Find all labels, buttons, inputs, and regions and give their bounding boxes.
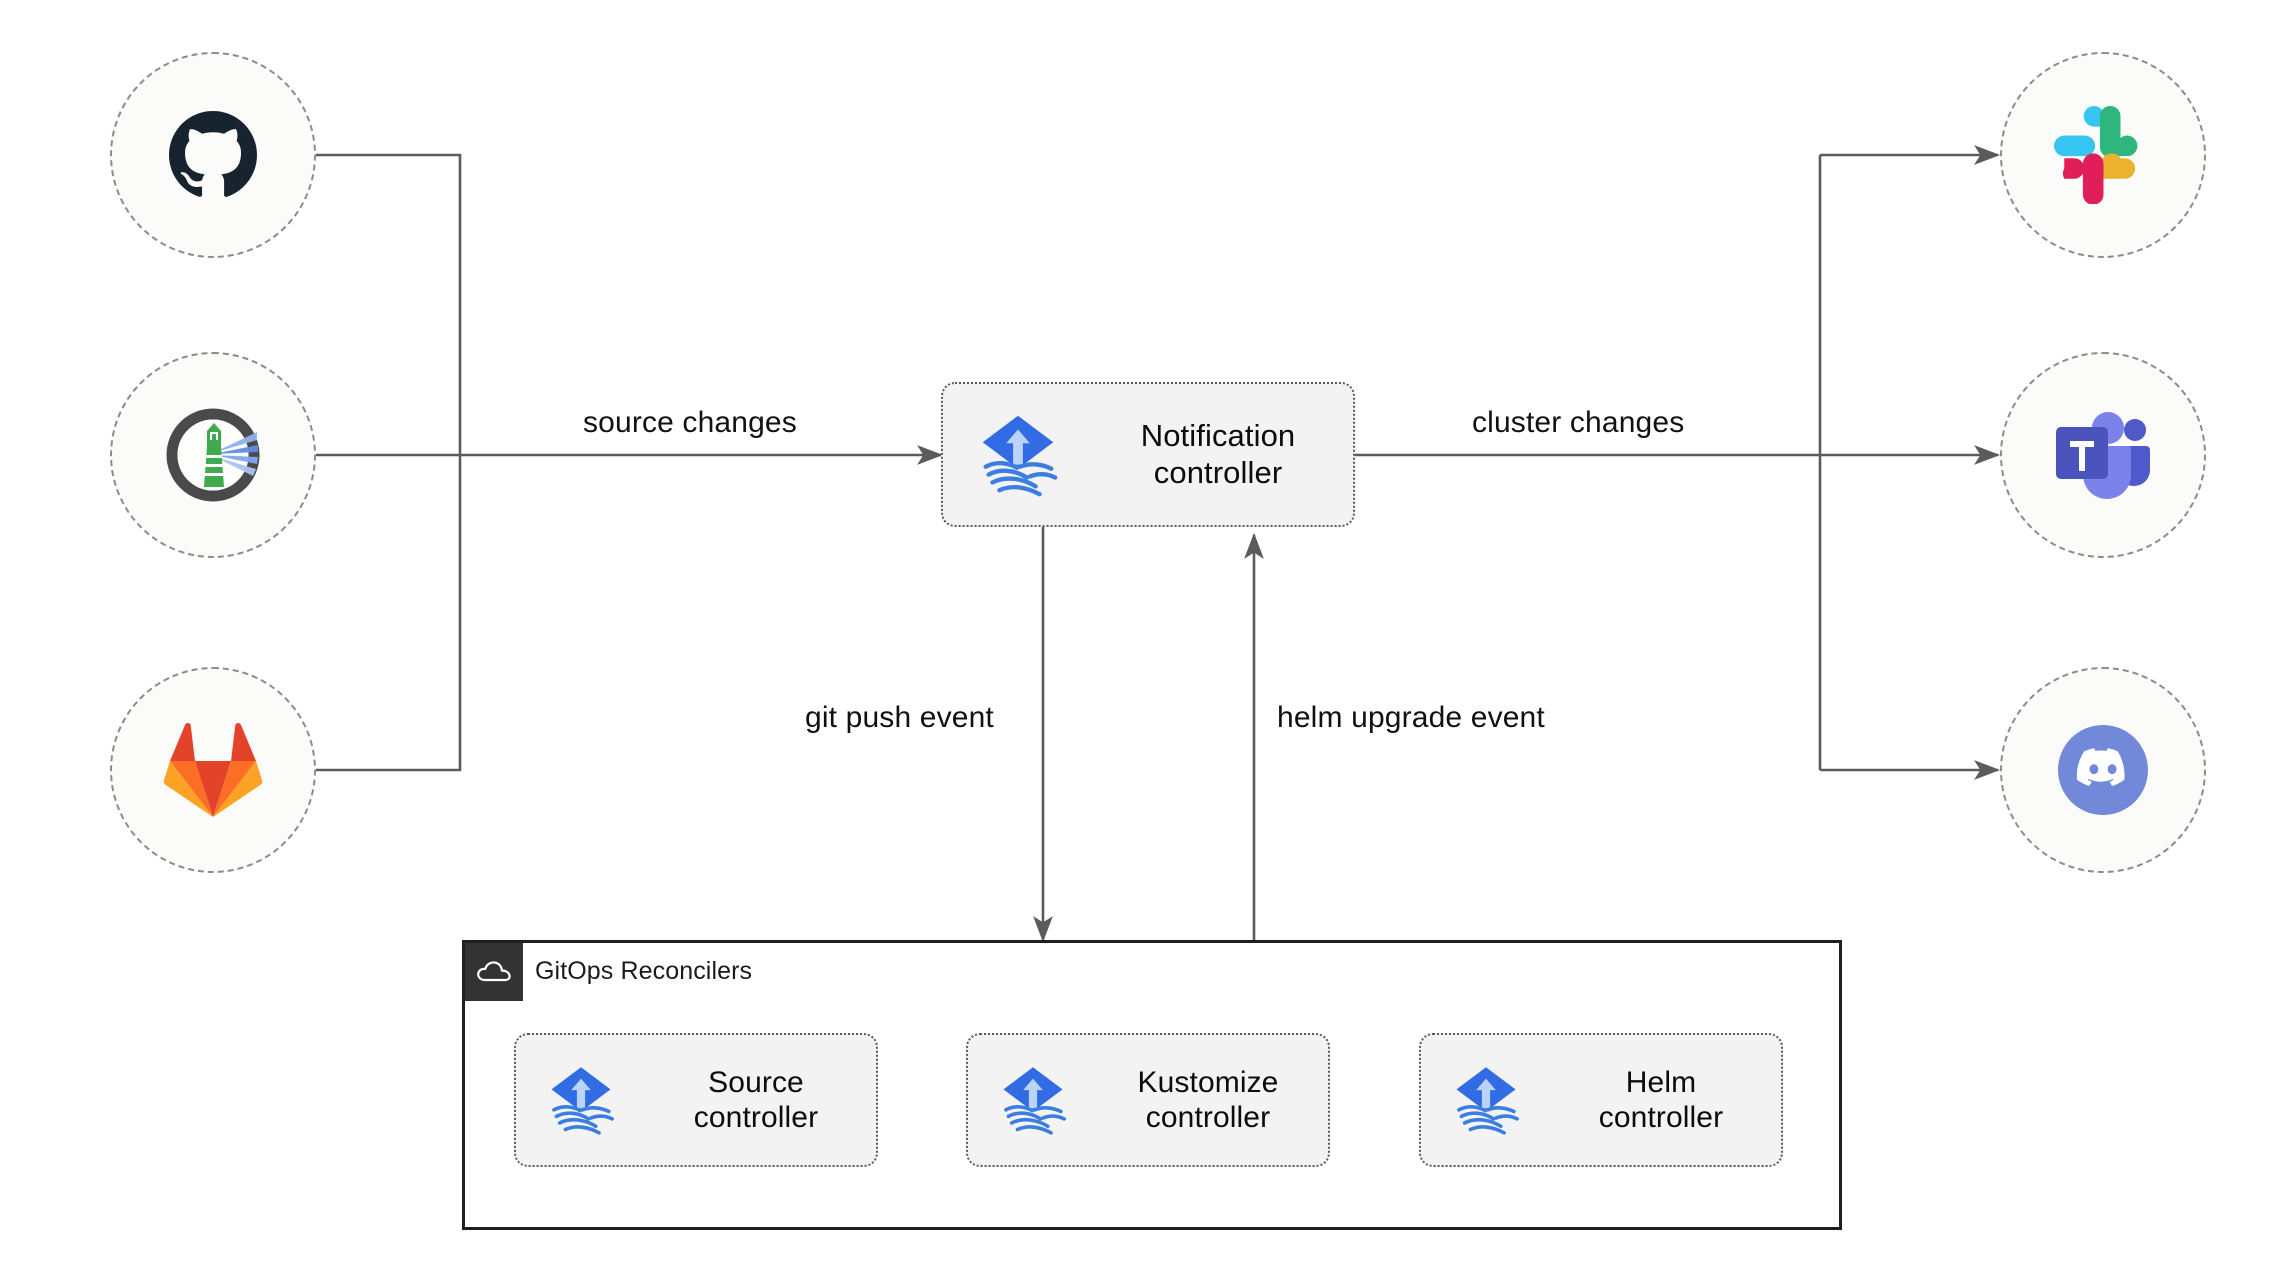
slack-icon (2054, 106, 2138, 204)
source-node-gitlab[interactable] (110, 667, 316, 873)
flux-icon (1421, 1059, 1551, 1141)
flux-icon (943, 406, 1093, 504)
target-node-slack[interactable] (2000, 52, 2206, 258)
edge-label-helm-upgrade-event: helm upgrade event (1277, 701, 1545, 734)
node-label-source-controller: Source controller (693, 1065, 819, 1134)
teams-icon (2056, 412, 2150, 499)
node-label-kustomize-controller: Kustomize controller (1137, 1065, 1279, 1134)
source-node-bitbucket[interactable] (110, 352, 316, 558)
cloud-icon (465, 943, 523, 1001)
lighthouse-icon (166, 408, 260, 502)
flux-icon (968, 1059, 1098, 1141)
target-node-teams[interactable] (2000, 352, 2206, 558)
discord-icon (2058, 725, 2148, 815)
github-icon (169, 111, 257, 197)
edge-label-git-push-event: git push event (805, 701, 994, 734)
gitops-reconcilers-title: GitOps Reconcilers (535, 957, 753, 985)
flux-icon (516, 1059, 646, 1141)
node-helm-controller[interactable]: Helm controller (1419, 1033, 1783, 1167)
node-label-notification-controller: Notification controller (1140, 418, 1296, 490)
gitlab-icon (163, 723, 263, 817)
edge-github-trunk (316, 153, 462, 455)
edge-label-source-changes: source changes (583, 406, 797, 439)
node-kustomize-controller[interactable]: Kustomize controller (966, 1033, 1330, 1167)
node-label-helm-controller: Helm controller (1598, 1065, 1724, 1134)
target-node-discord[interactable] (2000, 667, 2206, 873)
edge-label-cluster-changes: cluster changes (1472, 406, 1685, 439)
node-notification-controller[interactable]: Notification controller (941, 382, 1355, 527)
edge-gitlab-trunk (316, 455, 462, 772)
source-node-github[interactable] (110, 52, 316, 258)
node-source-controller[interactable]: Source controller (514, 1033, 878, 1167)
